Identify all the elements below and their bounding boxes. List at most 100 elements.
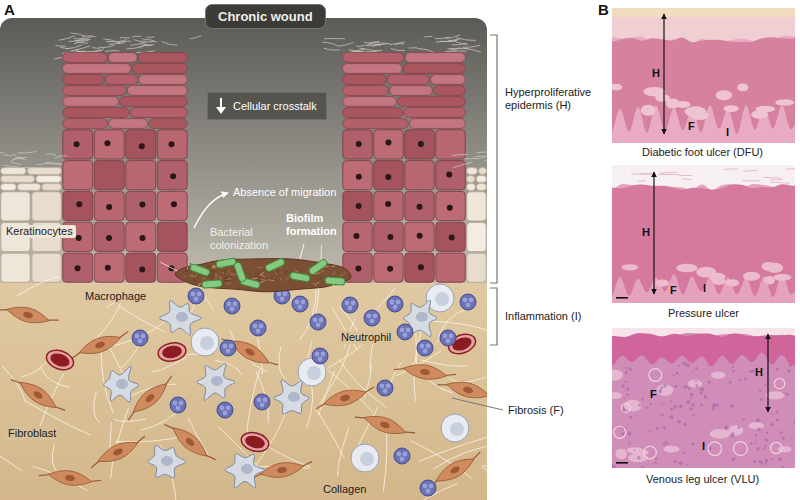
neutrophil-lobe	[321, 352, 326, 357]
dermal-papilla	[612, 84, 622, 91]
neutrophil-lobe	[318, 357, 323, 362]
keratin-fiber	[60, 47, 68, 48]
pale-cornified-cell	[36, 176, 61, 183]
monocyte-nucleus	[360, 452, 374, 466]
cell-nucleus-stain	[690, 393, 694, 397]
collagen-fiber	[0, 344, 1, 355]
fibroblast-body	[95, 436, 141, 467]
keratin-fiber	[364, 41, 379, 43]
monocyte	[426, 284, 454, 312]
cell-label: Collagen	[320, 483, 369, 496]
dermal-papilla	[728, 425, 743, 436]
dermal-papilla	[723, 105, 738, 112]
cell-nucleus-stain	[782, 466, 785, 468]
cell-nucleus-stain	[626, 388, 629, 391]
cell-nucleus-stain	[770, 423, 773, 426]
cell-nucleus-stain	[649, 430, 651, 432]
vessel	[734, 442, 748, 456]
keratinocyte-cell	[94, 222, 124, 251]
epidermis-stain	[612, 37, 795, 134]
neutrophil	[170, 397, 186, 413]
panel-letter: B	[598, 1, 609, 19]
histology-marker: H	[755, 366, 763, 379]
keratin-fiber	[87, 50, 101, 52]
dermal-papilla	[656, 384, 673, 396]
cell-nucleus-stain	[765, 459, 769, 463]
keratinocyte-cell	[436, 222, 465, 251]
cornified-cell	[343, 108, 403, 118]
histology-image	[612, 165, 795, 303]
dermal-papilla	[725, 279, 739, 286]
cell-nucleus-stain	[683, 362, 687, 366]
fibroblast	[87, 433, 149, 472]
dermal-papilla	[696, 267, 716, 278]
macrophage-nucleus	[176, 312, 188, 322]
fibroblast-nucleus	[339, 394, 350, 402]
cell-label-holder: Fibroblast	[5, 427, 59, 440]
cornified-cell	[63, 64, 131, 74]
monocyte	[441, 414, 469, 442]
vessel	[649, 369, 662, 382]
cell-label: Keratinocytes	[3, 225, 76, 238]
dermal-papilla	[743, 272, 760, 281]
cell-nucleus-stain	[660, 386, 663, 389]
cornified-cell	[127, 86, 187, 96]
cell-nucleus-stain	[757, 447, 760, 450]
chronic-wound-illustration	[0, 18, 487, 500]
keratinocyte-cell	[374, 130, 403, 159]
epidermis-ground	[0, 18, 487, 290]
neutrophil-lobe	[403, 333, 408, 338]
fibroblast-process	[314, 387, 375, 409]
cell-nucleus-stain	[695, 380, 697, 382]
keratin-fiber	[162, 42, 177, 46]
collagen-fiber	[115, 436, 187, 442]
cornified-cell	[404, 108, 465, 118]
cornified-cell	[343, 53, 404, 63]
cell-nucleus-stain	[765, 463, 767, 465]
cell-nucleus-stain	[633, 450, 635, 452]
fibroblast	[393, 360, 456, 385]
dermal-papilla	[710, 429, 731, 439]
cornified-cell	[120, 97, 188, 107]
cell-nucleus	[356, 174, 362, 180]
keratin-fiber	[5, 165, 19, 167]
keratinocyte-cell	[126, 161, 156, 190]
histology-marker: I	[703, 282, 706, 295]
red-blood-cell	[44, 347, 76, 373]
neutrophil-lobe	[298, 305, 303, 310]
neutrophil-lobe	[230, 307, 235, 312]
neutrophil	[397, 324, 413, 340]
cornified-cell	[105, 75, 137, 85]
arrow-shaft	[220, 98, 222, 108]
cell-nucleus-stain	[685, 385, 688, 388]
keratin-fiber	[44, 163, 61, 164]
fibroblast-process	[355, 412, 415, 439]
cell-nucleus	[385, 201, 391, 207]
keratinocyte-cell	[157, 130, 187, 159]
cell-nucleus	[387, 266, 393, 272]
neutrophil	[377, 380, 393, 396]
fibroblast-process	[11, 375, 65, 415]
collagen-fiber	[279, 347, 286, 380]
neutrophil-lobe	[397, 452, 402, 457]
cell-nucleus-stain	[637, 456, 641, 460]
fibrosis-leader	[452, 398, 503, 410]
neutrophil-lobe	[259, 324, 264, 329]
keratin-flake	[682, 179, 691, 180]
biofilm-matrix	[207, 266, 211, 267]
cell-nucleus-stain	[621, 385, 624, 388]
cell-nucleus	[74, 141, 80, 147]
biofilm-matrix	[258, 280, 260, 281]
neutrophil-lobe	[423, 484, 428, 489]
bacterium	[308, 258, 328, 275]
dermal-papilla	[676, 101, 691, 108]
cornified-cell	[430, 75, 465, 85]
cell-nucleus-stain	[677, 420, 681, 424]
histology-marker-holder: I	[702, 440, 705, 453]
vessel	[644, 446, 657, 459]
dermal-papilla	[690, 111, 709, 120]
keratin-flake	[637, 180, 646, 181]
dermal-papilla	[775, 99, 794, 105]
pale-cornified-cell	[479, 168, 487, 175]
